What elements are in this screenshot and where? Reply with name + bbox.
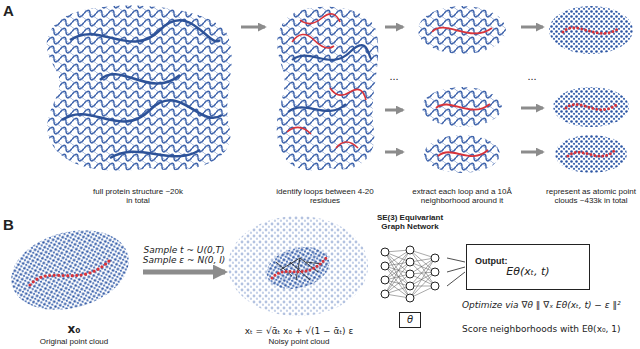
helix [100,74,180,83]
flow-arrow [385,151,403,154]
loop [336,142,358,148]
cloud-caption: Noisy point cloud [226,337,372,346]
noise-formula: xₜ = √ᾱₜ x₀ + √(1 − ᾱₜ) ε [226,326,372,336]
flow-arrow [521,107,543,110]
neuron [431,282,439,290]
flow-arrow [143,270,225,275]
loop-atom-trace [272,258,326,278]
helix [288,104,346,112]
original-point-cloud [2,218,138,322]
loop-atom-trace [568,150,615,156]
scoring-note: Score neighborhoods with Eθ(x₀, 1) [462,324,638,334]
math-symbol: x₀ [6,323,142,337]
protein-ribbon [277,7,379,171]
output-heading: Output: [475,256,581,266]
loop-highlights [287,14,366,148]
flow-arrow [521,151,543,154]
panel-label: A [3,2,23,19]
full-protein [47,5,232,170]
atomic-point-clouds [549,6,633,173]
network-output-line [447,258,465,262]
loop [287,127,311,134]
loop-atom-trace [563,28,619,34]
parameter-box: θ [399,312,421,328]
output-box: Output:Eθ(xₜ, t) [466,244,590,290]
protein-ribbon [47,5,232,170]
loop [292,34,334,48]
neuron [381,262,389,270]
protein-with-loops [277,7,379,171]
flow-arrow [241,26,265,29]
neuron [381,276,389,284]
noisy-cloud [228,216,368,316]
neuron [406,258,414,266]
point-cloud [262,240,334,295]
loss-formula: Optimize via ∇θ ‖ ∇ₓ Eθ(xₜ, t) − ε ‖² [462,300,638,310]
loop [436,104,490,110]
neuron [406,282,414,290]
loop-atom-trace [30,258,112,285]
parameter-symbol: θ [404,314,416,326]
neuron [381,248,389,256]
point-cloud [2,218,138,322]
loop [438,150,488,156]
neuron [381,290,389,298]
loop-atoms [563,28,619,156]
stage-caption: identify loops between 4-20 residues [275,187,375,205]
stage-panel: full protein structure ~20k in total [36,0,240,206]
network-neurons [381,246,439,302]
stage-caption: full protein structure ~20k in total [92,187,184,205]
neuron [431,254,439,262]
network-title: SE(3) Equivariant Graph Network [374,213,446,231]
cloud-caption: Original point cloud [6,337,142,346]
neuron [406,246,414,254]
flow-arrow [385,26,403,29]
stage-panel: extract each loop and a 10Å neighborhood… [404,0,520,206]
loop-neighborhood [422,87,502,127]
stage-caption: represent as atomic point clouds ~433k i… [546,187,636,205]
cloud-panel: xₜ = √ᾱₜ x₀ + √(1 − ᾱₜ) εNoisy point clo… [226,214,372,347]
helix [110,150,200,158]
sampling-label: Sample t ~ U(0,T) Sample ε ~ N(0, I) [141,245,227,266]
loop-highlights [432,28,492,156]
point-cloud [549,6,633,54]
flow-arrow [521,26,543,29]
stage-panel: represent as atomic point clouds ~433k i… [544,0,638,206]
network-output-line [447,267,465,272]
ellipsis: ... [522,70,542,83]
network-output-line [447,272,465,286]
graph-network [381,246,439,302]
network-panel: SE(3) Equivariant Graph Network θ [374,212,446,336]
helix [62,100,222,121]
point-cloud [555,135,627,173]
noisy-point-cloud [228,216,368,316]
ellipsis: ... [386,70,402,83]
protein-helices [62,20,222,158]
helix [70,20,220,41]
stage-panel: identify loops between 4-20 residues [266,0,384,206]
graph-edges [276,258,322,280]
loop-neighborhood [424,135,500,173]
loop [432,28,492,34]
energy-formula: Eθ(xₜ, t) [475,266,581,279]
loop-neighborhood [418,6,506,54]
point-cloud [553,87,629,127]
network-weights [385,250,435,298]
panel-label: B [3,216,23,233]
extracted-loops [418,6,506,173]
neuron [406,294,414,302]
loop [330,88,366,100]
cloud-panel: x₀Original point cloud [6,220,142,347]
loop-atom-trace [566,104,617,110]
neuron [406,270,414,278]
loop [300,14,340,24]
protein-helices [288,45,372,112]
neuron [431,268,439,276]
flow-arrow [385,109,403,112]
stage-caption: extract each loop and a 10Å neighborhood… [404,187,520,205]
